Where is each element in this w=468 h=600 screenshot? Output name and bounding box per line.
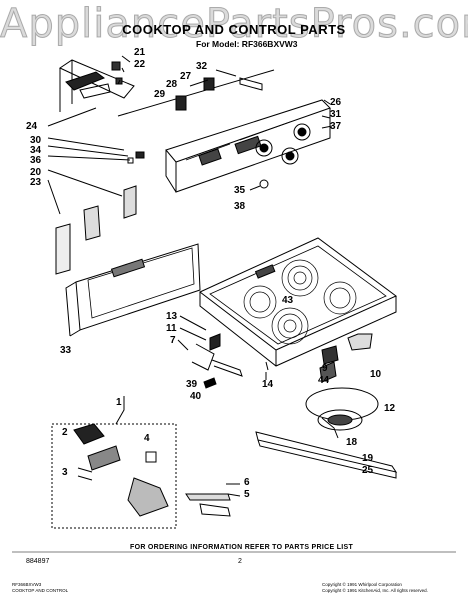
footer-model: RF366BXVW3 (12, 582, 42, 587)
callout-32: 32 (196, 61, 208, 72)
switch-assembly-drawing (51, 396, 177, 529)
callout-36: 36 (30, 155, 42, 166)
callout-21: 21 (134, 47, 146, 58)
footer-section: COOKTOP AND CONTROL (12, 588, 69, 593)
callout-1: 1 (116, 397, 122, 408)
control-panel-drawing (165, 99, 331, 193)
callout-34: 34 (30, 145, 42, 156)
radiant-elements-drawing (243, 259, 357, 345)
callout-38: 38 (234, 201, 246, 212)
callout-40: 40 (190, 391, 202, 402)
callout-4: 4 (144, 433, 150, 444)
callout-3: 3 (62, 467, 68, 478)
callout-44: 44 (318, 375, 330, 386)
callout-26: 26 (330, 97, 342, 108)
element-assembly-drawing (255, 387, 398, 479)
page-number: 2 (238, 558, 242, 565)
callout-6: 6 (244, 477, 250, 488)
diagram-title: COOKTOP AND CONTROL PARTS (122, 22, 346, 37)
callout-13: 13 (166, 311, 178, 322)
callout-10: 10 (370, 369, 382, 380)
doc-number: 884897 (26, 558, 50, 565)
callout-14: 14 (262, 379, 274, 390)
callout-28: 28 (166, 79, 178, 90)
watermark: AppliancePartsPros.com (0, 1, 468, 48)
callout-29: 29 (154, 89, 166, 100)
callout-7: 7 (170, 335, 176, 346)
footer-copyright-1: Copyright © 1991 Whirlpool Corporation (322, 582, 402, 587)
callout-11: 11 (166, 323, 177, 334)
callout-9: 9 (322, 363, 328, 374)
callout-33: 33 (60, 345, 72, 356)
footer-copyright-2: Copyright © 1991 KitchenAid, Inc. All ri… (322, 588, 428, 593)
callout-31: 31 (330, 109, 342, 120)
model-label: For Model: RF366BXVW3 (196, 39, 298, 49)
callout-2: 2 (62, 427, 68, 438)
callout-18: 18 (346, 437, 358, 448)
cooktop-drawing (199, 237, 397, 367)
callout-39: 39 (186, 379, 198, 390)
callout-12: 12 (384, 403, 396, 414)
bracket-assembly-drawing (58, 59, 135, 112)
callout-23: 23 (30, 177, 42, 188)
callout-30: 30 (30, 135, 42, 146)
callout-22: 22 (134, 59, 146, 70)
callout-43: 43 (282, 295, 294, 306)
backguard-panel-drawing (65, 243, 201, 337)
ordering-note: FOR ORDERING INFORMATION REFER TO PARTS … (130, 544, 354, 551)
callout-19: 19 (362, 453, 374, 464)
callout-35: 35 (234, 185, 246, 196)
callout-24: 24 (26, 121, 38, 132)
callout-25: 25 (362, 465, 374, 476)
callout-27: 27 (180, 71, 192, 82)
callout-20: 20 (30, 167, 42, 178)
callout-37: 37 (330, 121, 342, 132)
callout-5: 5 (244, 489, 250, 500)
